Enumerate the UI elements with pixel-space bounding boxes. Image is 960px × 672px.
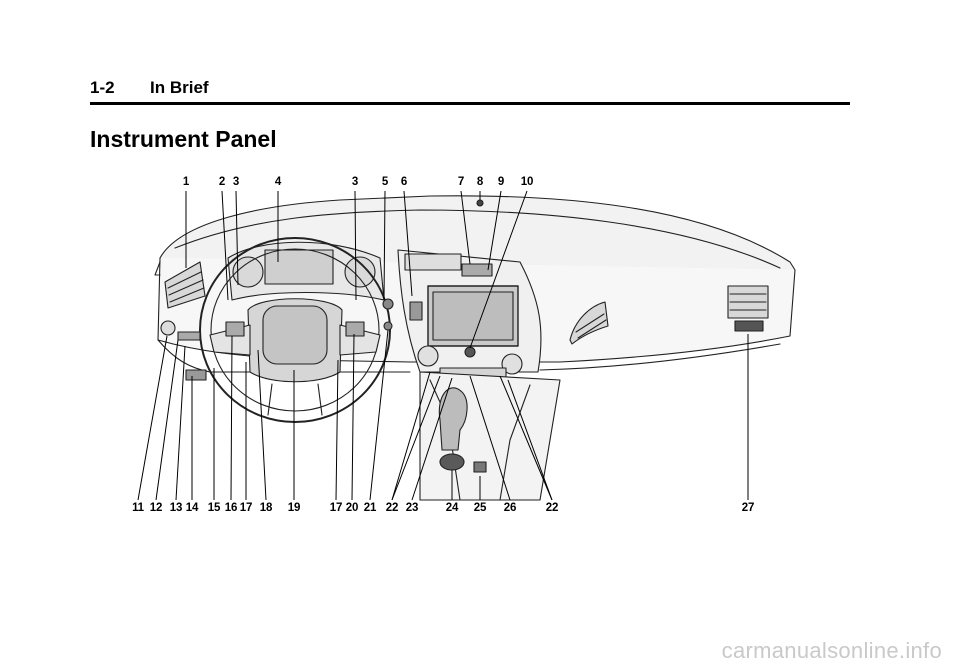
callout-7: 7 [457,176,465,188]
ignition-area [409,301,423,321]
header-rule [90,102,850,105]
page-title: Instrument Panel [90,126,277,152]
center-button [464,346,476,358]
callout-17: 17 [239,502,253,514]
callout-10: 10 [520,176,534,188]
callout-5: 5 [381,176,389,188]
watermark: carmanualsonline.info [721,638,942,663]
callout-26: 26 [503,502,517,514]
left-knob [160,320,176,336]
small-knob [383,321,393,331]
callout-25: 25 [473,502,487,514]
callout-6: 6 [400,176,408,188]
callout-22: 22 [385,502,399,514]
callout-27: 27 [741,502,755,514]
callout-15: 15 [207,502,221,514]
callout-22b: 22 [545,502,559,514]
callout-8: 8 [476,176,484,188]
hood-release [185,369,207,381]
passenger-airbag-indicator [734,320,764,332]
callout-18: 18 [259,502,273,514]
console-knob [439,453,465,471]
left-gauge [232,256,264,288]
right-gauge [344,256,376,288]
callout-12: 12 [149,502,163,514]
callout-3b: 3 [351,176,359,188]
hazard-area [461,263,493,277]
callout-14: 14 [185,502,199,514]
callout-3: 3 [232,176,240,188]
right-climate-knob [501,353,523,375]
airbag-cover [262,305,328,365]
dash-light-knob [382,298,394,310]
dash-upper-line [174,209,781,269]
cluster-display [264,249,334,285]
callout-21: 21 [363,502,377,514]
callout-11: 11 [132,502,144,514]
callout-17b: 17 [329,502,343,514]
left-climate-knob [417,345,439,367]
left-vent [164,261,206,309]
page-header: 1-2 In Brief [90,78,850,108]
page-number: 1-2 [90,78,115,97]
callout-13: 13 [169,502,183,514]
sensor [476,199,484,207]
callout-16: 16 [224,502,238,514]
spoke-bottom [267,383,323,416]
callout-23: 23 [405,502,419,514]
left-wheel-controls [225,321,245,337]
right-wheel-controls [345,321,365,337]
section-name: In Brief [150,78,209,97]
shifter [438,387,468,451]
console-switch [473,461,487,473]
callout-9: 9 [497,176,505,188]
callout-19: 19 [287,502,301,514]
display-inner [432,291,514,341]
callout-2: 2 [218,176,226,188]
callout-20: 20 [345,502,359,514]
callout-1: 1 [182,176,190,188]
left-lower-switch [177,331,201,341]
door-edge [154,261,161,276]
top-center-vents [404,253,462,271]
callout-24: 24 [445,502,459,514]
callout-4: 4 [274,176,282,188]
